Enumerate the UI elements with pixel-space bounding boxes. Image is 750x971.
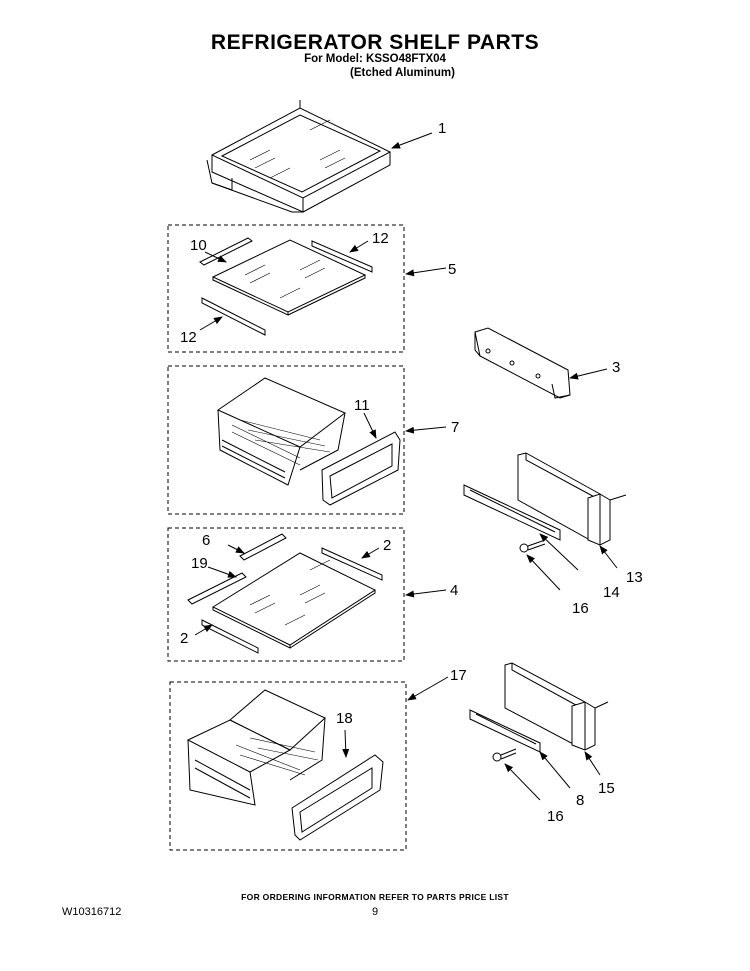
- part-17-drawer-assembly: [186, 689, 384, 841]
- page-title: REFRIGERATOR SHELF PARTS: [210, 31, 540, 54]
- finish-line: (Etched Aluminum): [350, 67, 455, 79]
- callout-3: 3: [612, 359, 620, 376]
- group-box-4: [167, 527, 405, 662]
- callout-15: 15: [598, 780, 615, 797]
- callout-18: 18: [336, 710, 353, 727]
- part-7-crisper-drawer: [216, 377, 401, 506]
- document-number: W10316712: [62, 906, 122, 918]
- callout-1: 1: [438, 120, 446, 137]
- group-box-17: [169, 681, 407, 851]
- part-16-screw-lower: [492, 748, 517, 762]
- callout-6: 6: [202, 532, 210, 549]
- callout-17: 17: [450, 667, 467, 684]
- callout-16b: 16: [547, 808, 564, 825]
- part-4-glass-shelf: [187, 533, 383, 654]
- model-line: For Model: KSSO48FTX04: [304, 53, 446, 65]
- page-number: 9: [372, 906, 379, 918]
- part-5-glass-shelf: [199, 237, 373, 336]
- group-box-7: [167, 365, 405, 515]
- callout-12b: 12: [180, 329, 197, 346]
- callout-13: 13: [626, 569, 643, 586]
- callout-16a: 16: [572, 600, 589, 617]
- part-16-screw-upper: [519, 539, 546, 553]
- callout-11: 11: [354, 397, 370, 414]
- callout-2a: 2: [383, 537, 391, 554]
- callout-2b: 2: [180, 630, 188, 647]
- callout-12a: 12: [372, 230, 389, 247]
- part-13-slide-cover-assembly: [463, 452, 627, 546]
- callout-14: 14: [603, 584, 620, 601]
- part-1-shelf-assembly: [206, 100, 392, 213]
- callout-19: 19: [191, 555, 208, 572]
- callout-5: 5: [448, 261, 456, 278]
- ordering-info: FOR ORDERING INFORMATION REFER TO PARTS …: [241, 892, 509, 902]
- callout-4: 4: [450, 582, 458, 599]
- callout-7: 7: [451, 419, 459, 436]
- callout-10: 10: [190, 237, 207, 254]
- part-3-shelf-bracket: [474, 327, 571, 399]
- part-15-slide-cover-assembly: [469, 662, 609, 753]
- callout-8: 8: [576, 792, 584, 809]
